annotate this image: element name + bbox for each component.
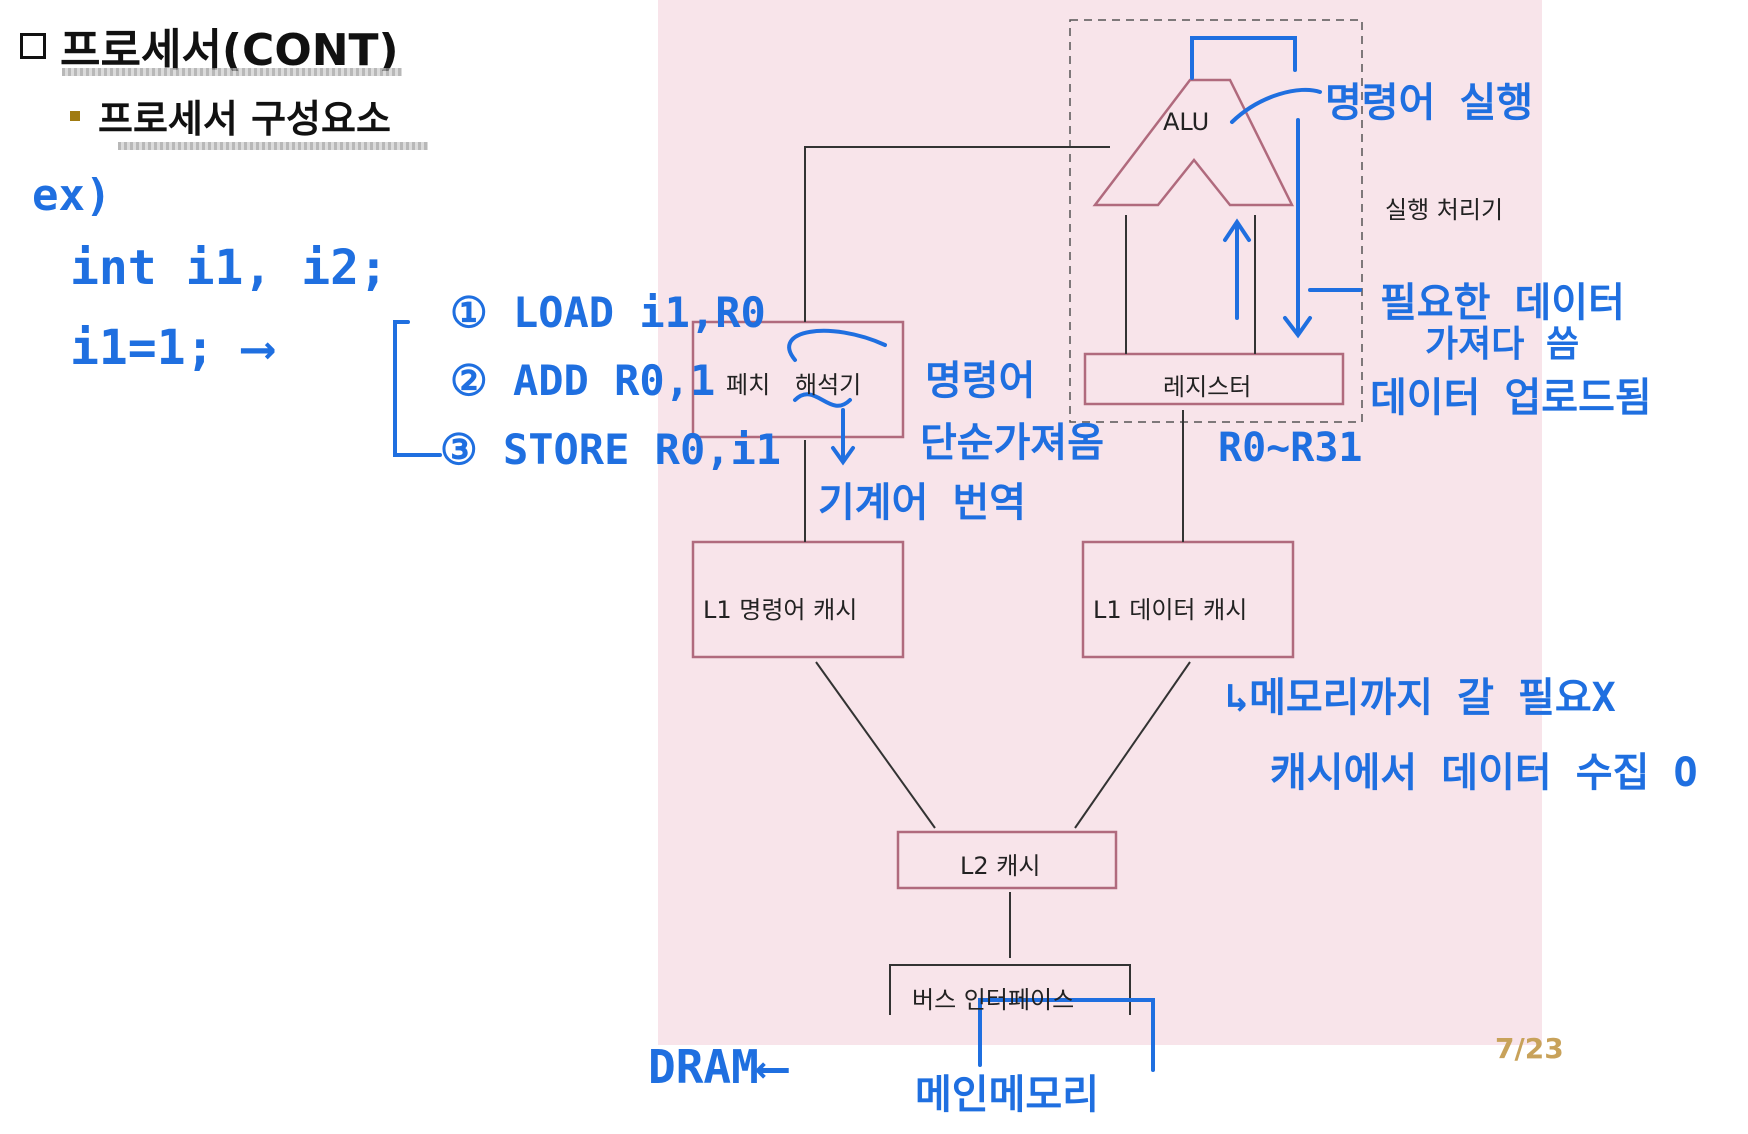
title-underline (62, 68, 402, 76)
fetch-label: 페치 (726, 371, 771, 399)
page-number: 7/23 (1495, 1032, 1564, 1065)
note-declaration: int i1, i2; (70, 240, 388, 296)
main-memory-bracket (978, 998, 1155, 1072)
alu-shape (1092, 78, 1295, 207)
execution-unit-label: 실행 처리기 (1385, 196, 1504, 224)
note-no-memory: ↳메모리까지 갈 필요X (1225, 675, 1616, 721)
square-bullet-icon (70, 110, 80, 121)
note-step-2: ② ADD R0,1 (450, 356, 716, 405)
alu-exec-arrow (1230, 87, 1322, 124)
note-ex: ex) (32, 170, 112, 221)
fetch-to-alu-line (804, 146, 1110, 322)
square-bullet-icon (20, 33, 46, 59)
note-assignment: i1=1; ⟶ (70, 320, 273, 376)
l1i-to-l2-line (815, 661, 936, 829)
decoder-squiggle (793, 392, 852, 408)
alu-label: ALU (1163, 108, 1210, 136)
note-instruction-fetch-1: 명령어 (925, 358, 1036, 404)
subtitle-underline (118, 142, 428, 150)
l1-data-cache-box (1081, 540, 1295, 659)
note-data-upload: 데이터 업로드됨 (1370, 375, 1652, 421)
note-need-data-1: 필요한 데이터 (1380, 280, 1625, 326)
l1-data-cache-label: L1 데이터 캐시 (1093, 596, 1248, 624)
decoder-label: 해석기 (795, 371, 862, 399)
fetch-circle-stroke (787, 328, 887, 362)
note-step-1: ① LOAD i1,R0 (450, 288, 766, 337)
fetch-decoder-box (691, 320, 905, 439)
execution-unit-boundary (1069, 19, 1363, 423)
note-cache-data: 캐시에서 데이터 수집 O (1270, 750, 1698, 796)
note-step-3: ③ STORE R0,i1 (440, 425, 782, 474)
note-dram: DRAM⟵ (648, 1040, 787, 1094)
l2-cache-box (896, 830, 1118, 890)
register-box (1083, 352, 1345, 406)
bus-interface-bracket (889, 964, 1131, 975)
l1d-to-l2-line (1074, 661, 1191, 829)
l1-instruction-cache-label: L1 명령어 캐시 (703, 596, 858, 624)
note-decode: 기계어 번역 (818, 480, 1027, 526)
step-bracket (393, 320, 442, 457)
l1-instruction-cache-box (691, 540, 905, 659)
register-label: 레지스터 (1163, 373, 1252, 401)
page-title-text: 프로세서(CONT) (60, 25, 399, 76)
note-register-range: R0~R31 (1218, 425, 1363, 471)
alu-loop-stroke (1190, 36, 1297, 80)
note-need-data-2: 가져다 씀 (1425, 324, 1580, 365)
page-title: 프로세서(CONT) (20, 14, 399, 78)
note-instruction-exec: 명령어 실행 (1325, 80, 1534, 126)
note-main-memory: 메인메모리 (915, 1072, 1099, 1118)
section-subtitle: 프로세서 구성요소 (70, 88, 391, 143)
note-instruction-fetch-2: 단순가져옴 (920, 420, 1104, 466)
bus-interface-label: 버스 인터페이스 (912, 986, 1075, 1014)
subtitle-text: 프로세서 구성요소 (98, 97, 391, 141)
l2-cache-label: L2 캐시 (960, 852, 1041, 880)
